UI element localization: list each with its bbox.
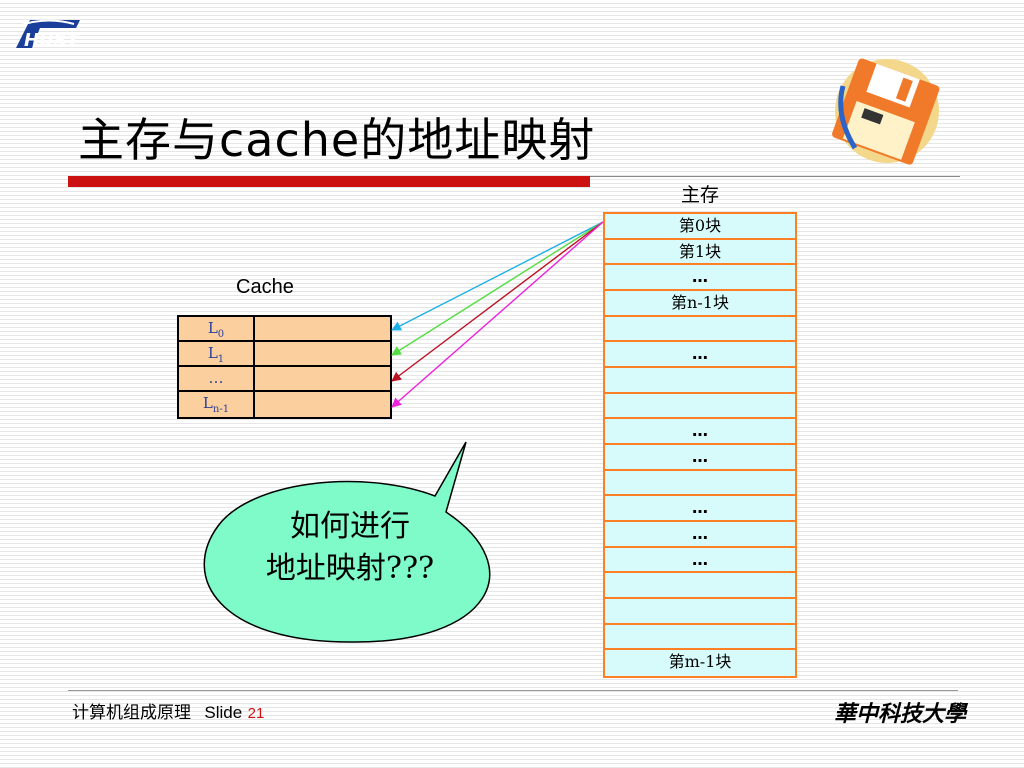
title-underline-bar bbox=[68, 176, 590, 187]
memory-block-row: … bbox=[605, 496, 795, 522]
memory-block-row bbox=[605, 394, 795, 420]
cache-line-label: … bbox=[179, 367, 255, 390]
floppy-disk-icon bbox=[832, 58, 940, 165]
mapping-arrow bbox=[391, 221, 604, 408]
memory-block-row: … bbox=[605, 522, 795, 548]
memory-block-row: 第m-1块 bbox=[668, 652, 732, 672]
memory-block-row: … bbox=[605, 419, 795, 445]
callout-line-1: 如何进行 bbox=[290, 509, 410, 544]
memory-block-row: 第0块 bbox=[605, 214, 795, 240]
cache-line-label: Ln-1 bbox=[179, 392, 255, 417]
cache-line-label: L1 bbox=[179, 342, 255, 365]
memory-block-row bbox=[605, 471, 795, 497]
cache-line-row: L1 bbox=[179, 342, 390, 367]
main-memory-blocks: 第0块第1块…第n-1块………………第m-1块 bbox=[603, 212, 797, 678]
footer-rule bbox=[68, 690, 958, 691]
callout-line-2: 地址映射??? bbox=[265, 551, 435, 586]
memory-block-row bbox=[605, 599, 795, 625]
memory-block-row bbox=[605, 573, 795, 599]
slide-number: 21 bbox=[247, 705, 265, 722]
cache-line-row: Ln-1 bbox=[179, 392, 390, 417]
cache-label: Cache bbox=[236, 276, 294, 298]
title-rule bbox=[590, 176, 960, 177]
university-name: 華中科技大學 bbox=[834, 701, 967, 727]
main-memory-label: 主存 bbox=[680, 184, 719, 206]
page-title: 主存与cache的地址映射 bbox=[78, 113, 596, 167]
mapping-arrow bbox=[391, 221, 604, 331]
memory-block-row: … bbox=[605, 445, 795, 471]
callout-text: 如何进行 地址映射??? bbox=[232, 506, 468, 590]
hust-logo-icon: HUST bbox=[16, 19, 81, 51]
memory-block-row: … bbox=[605, 342, 795, 368]
slide-word: Slide bbox=[204, 703, 243, 722]
memory-block-row: … bbox=[605, 548, 795, 574]
memory-block-row: 第n-1块 bbox=[605, 291, 795, 317]
callout-bubble bbox=[203, 441, 491, 643]
memory-block-row: … bbox=[605, 265, 795, 291]
cache-line-row: L0 bbox=[179, 317, 390, 342]
memory-block-row bbox=[605, 317, 795, 343]
cache-line-label: L0 bbox=[179, 317, 255, 340]
mapping-arrow bbox=[391, 221, 604, 356]
course-name: 计算机组成原理 bbox=[72, 703, 191, 723]
footer-course: 计算机组成原理 Slide 21 bbox=[72, 698, 264, 723]
svg-text:HUST: HUST bbox=[24, 30, 81, 51]
cache-line-row: … bbox=[179, 367, 390, 392]
memory-block-row bbox=[605, 368, 795, 394]
mapping-arrow bbox=[391, 221, 604, 382]
memory-block-row: 第1块 bbox=[605, 240, 795, 266]
memory-block-row bbox=[605, 625, 795, 651]
